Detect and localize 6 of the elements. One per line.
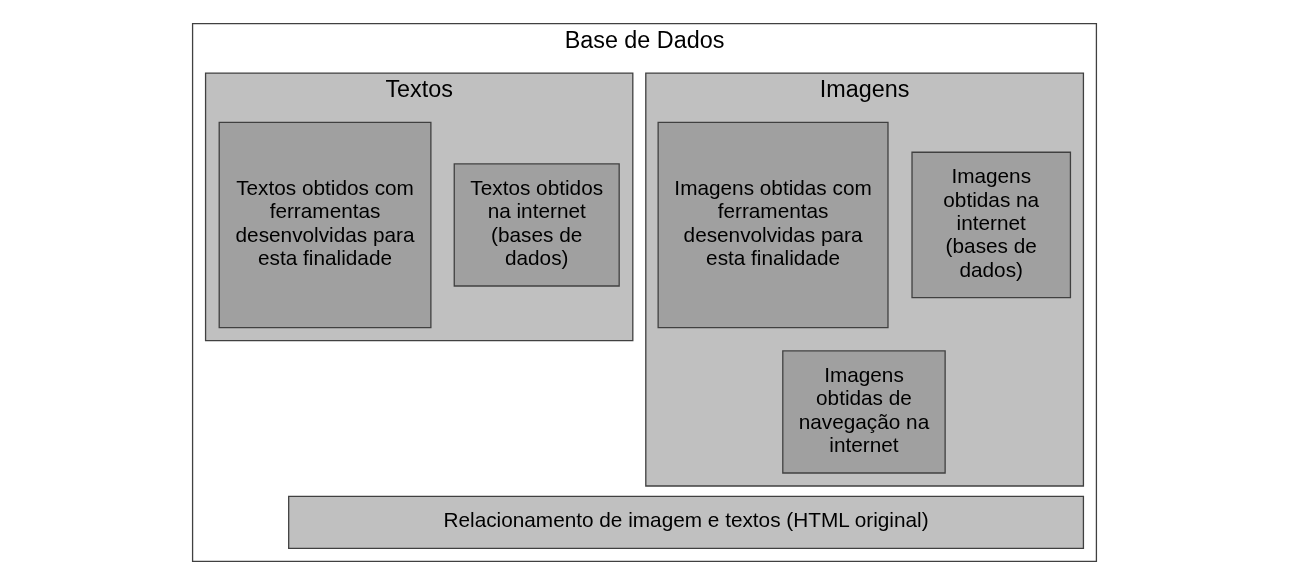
node-box: Imagens obtidas na internet (bases de dados) [911, 151, 1072, 299]
node-box: Textos obtidos na internet (bases de dados) [453, 163, 620, 287]
node-box: Imagens obtidas com ferramentas desenvolvidas para esta finalidade [657, 121, 889, 329]
node-box: Imagens obtidas de navegação na internet [782, 350, 946, 474]
node-box: Relacionamento de imagem e textos (HTML original) [288, 495, 1085, 549]
node-box: Textos obtidos com ferramentas desenvolvidas para esta finalidade [218, 121, 432, 329]
